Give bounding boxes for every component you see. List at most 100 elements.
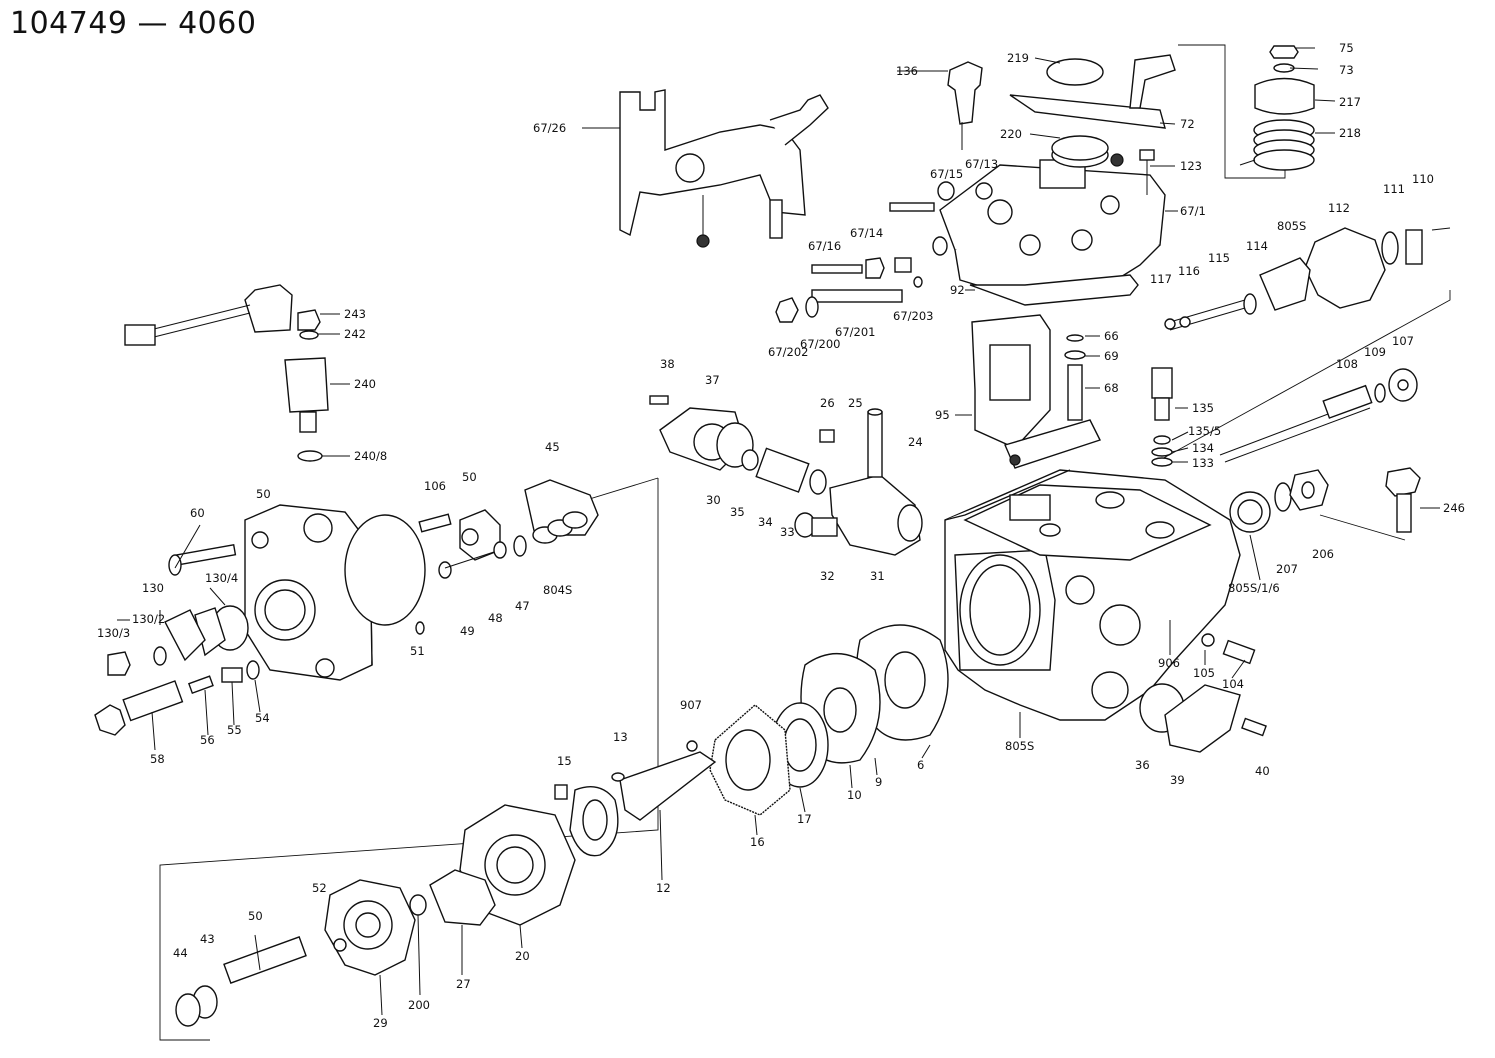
label-117: 117 (1150, 272, 1172, 286)
label-217: 217 (1339, 95, 1361, 109)
label-26: 26 (820, 396, 835, 410)
label-38: 38 (660, 357, 675, 371)
label-54: 54 (255, 711, 270, 725)
label-12: 12 (656, 881, 671, 895)
label-805S-1-6: 805S/1/6 (1228, 581, 1280, 595)
label-36: 36 (1135, 758, 1150, 772)
delivery-valve-fittings (775, 181, 993, 323)
label-219: 219 (1007, 51, 1029, 65)
label-66: 66 (1104, 329, 1119, 343)
label-29: 29 (373, 1016, 388, 1030)
label-109: 109 (1364, 345, 1386, 359)
label-207: 207 (1276, 562, 1298, 576)
label-805S-bot: 805S (1005, 739, 1034, 753)
label-34: 34 (758, 515, 773, 529)
label-75: 75 (1339, 41, 1354, 55)
label-37: 37 (705, 373, 720, 387)
label-24: 24 (908, 435, 923, 449)
label-25: 25 (848, 396, 863, 410)
label-240: 240 (354, 377, 376, 391)
label-27: 27 (456, 977, 471, 991)
label-906: 906 (1158, 656, 1180, 670)
label-67-14: 67/14 (850, 226, 883, 240)
label-50-b: 50 (256, 487, 271, 501)
drive-shaft-assembly (554, 624, 949, 857)
label-50-a: 50 (462, 470, 477, 484)
gasket-and-control-valve (969, 274, 1139, 469)
label-67-202: 67/202 (768, 345, 808, 359)
label-242: 242 (344, 327, 366, 341)
leader-lines (117, 47, 1440, 1016)
label-116: 116 (1178, 264, 1200, 278)
label-45: 45 (545, 440, 560, 454)
label-73: 73 (1339, 63, 1354, 77)
fittings-206-207-246 (1274, 467, 1421, 533)
assembly-guide-lines (159, 44, 1451, 1041)
label-69: 69 (1104, 349, 1119, 363)
label-243: 243 (344, 307, 366, 321)
label-92: 92 (950, 283, 965, 297)
pressure-valve-135 (1151, 367, 1173, 467)
diagram-number: 104749 — 4060 (10, 6, 257, 41)
label-220: 220 (1000, 127, 1022, 141)
sleeve-spring-assembly (1239, 45, 1315, 171)
label-115: 115 (1208, 251, 1230, 265)
label-804S: 804S (543, 583, 572, 597)
label-133: 133 (1192, 456, 1214, 470)
label-130: 130 (142, 581, 164, 595)
label-135-5: 135/5 (1188, 424, 1221, 438)
label-108: 108 (1336, 357, 1358, 371)
end-cover-39 (1139, 633, 1267, 753)
label-44: 44 (173, 946, 188, 960)
label-16: 16 (750, 835, 765, 849)
governor-weights-assembly (1164, 227, 1423, 331)
label-67-13: 67/13 (965, 157, 998, 171)
label-30: 30 (706, 493, 721, 507)
label-95: 95 (935, 408, 950, 422)
label-805S-top: 805S (1277, 219, 1306, 233)
label-135: 135 (1192, 401, 1214, 415)
label-32: 32 (820, 569, 835, 583)
label-104: 104 (1222, 677, 1244, 691)
label-17: 17 (797, 812, 812, 826)
label-68: 68 (1104, 381, 1119, 395)
label-67-200: 67/200 (800, 337, 840, 351)
label-907: 907 (680, 698, 702, 712)
label-130-3: 130/3 (97, 626, 130, 640)
plunger-parts (438, 479, 599, 579)
label-50-c: 50 (248, 909, 263, 923)
label-58: 58 (150, 752, 165, 766)
label-111: 111 (1383, 182, 1405, 196)
label-6: 6 (917, 758, 924, 772)
roller-ring-parts (649, 395, 923, 556)
label-33: 33 (780, 525, 795, 539)
label-9: 9 (875, 775, 882, 789)
label-112: 112 (1328, 201, 1350, 215)
label-67-203: 67/203 (893, 309, 933, 323)
label-130-4: 130/4 (205, 571, 238, 585)
label-110: 110 (1412, 172, 1434, 186)
label-48: 48 (488, 611, 503, 625)
label-56: 56 (200, 733, 215, 747)
label-67-16: 67/16 (808, 239, 841, 253)
label-55: 55 (227, 723, 242, 737)
label-107: 107 (1392, 334, 1414, 348)
label-20: 20 (515, 949, 530, 963)
governor-cover-67-1 (889, 54, 1176, 296)
label-10: 10 (847, 788, 862, 802)
label-136: 136 (896, 64, 918, 78)
label-67-1: 67/1 (1180, 204, 1206, 218)
label-114: 114 (1246, 239, 1268, 253)
label-246: 246 (1443, 501, 1465, 515)
label-15: 15 (557, 754, 572, 768)
label-31: 31 (870, 569, 885, 583)
label-60: 60 (190, 506, 205, 520)
distributor-head-50 (124, 284, 426, 681)
label-72: 72 (1180, 117, 1195, 131)
label-200: 200 (408, 998, 430, 1012)
governor-shaft (1219, 368, 1418, 463)
label-67-26: 67/26 (533, 121, 566, 135)
label-105: 105 (1193, 666, 1215, 680)
label-47: 47 (515, 599, 530, 613)
